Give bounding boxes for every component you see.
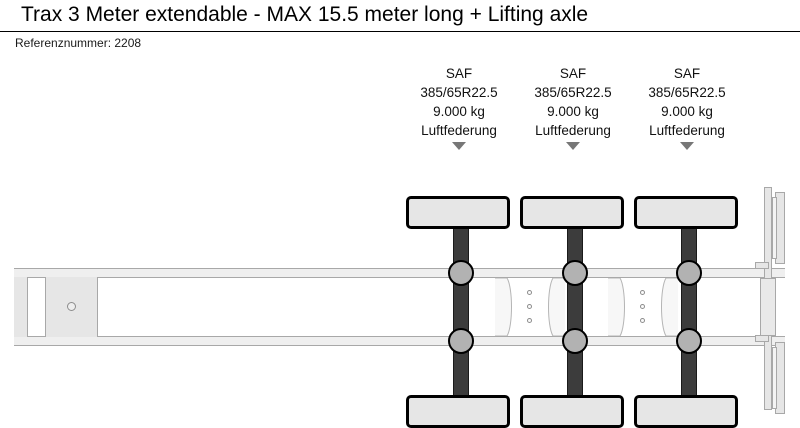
extension-waist-icon (608, 278, 678, 336)
tire-front-right-2 (520, 395, 624, 428)
hub-left-1 (448, 260, 474, 286)
tire-front-left-2 (520, 196, 624, 229)
rear-frame-end (760, 278, 776, 336)
axle-beam-1 (453, 226, 469, 422)
mudguard-left-inner (772, 197, 777, 259)
extension-section-1 (495, 278, 565, 336)
arrow-down-icon (452, 142, 466, 150)
pin-hole-icon (640, 318, 645, 323)
pin-hole-icon (527, 290, 532, 295)
front-bumper-block (14, 277, 28, 337)
axle-suspension-2: Luftfederung (535, 123, 611, 138)
axle-beam-2 (567, 226, 583, 422)
kingpin-hole-icon (67, 302, 76, 311)
hub-right-1 (448, 328, 474, 354)
hub-right-3 (676, 328, 702, 354)
page-header: Trax 3 Meter extendable - MAX 15.5 meter… (0, 0, 800, 56)
axle-spec-label-3: SAF 385/65R22.5 9.000 kg Luftfederung (627, 64, 747, 150)
mudguard-right-inner (772, 347, 777, 409)
axle-spec-label-1: SAF 385/65R22.5 9.000 kg Luftfederung (399, 64, 519, 150)
trailer-diagram: SAF 385/65R22.5 9.000 kg Luftfederung SA… (0, 56, 800, 428)
extension-pin-holes-1 (527, 290, 533, 332)
axle-spec-label-2: SAF 385/65R22.5 9.000 kg Luftfederung (513, 64, 633, 150)
rear-step-right (755, 335, 769, 342)
axle-brand-1: SAF (445, 66, 473, 81)
tire-front-left-3 (634, 196, 738, 229)
axle-brand-3: SAF (673, 66, 701, 81)
header-divider (0, 31, 800, 32)
axle-brand-2: SAF (559, 66, 587, 81)
axle-tire-size-2: 385/65R22.5 (534, 85, 612, 100)
arrow-down-icon (680, 142, 694, 150)
axle-capacity-2: 9.000 kg (547, 104, 599, 119)
axle-capacity-1: 9.000 kg (433, 104, 485, 119)
page-title: Trax 3 Meter extendable - MAX 15.5 meter… (21, 3, 589, 26)
pin-hole-icon (640, 290, 645, 295)
hub-left-3 (676, 260, 702, 286)
tire-front-right-1 (406, 395, 510, 428)
tire-front-left-1 (406, 196, 510, 229)
axle-suspension-3: Luftfederung (649, 123, 725, 138)
arrow-down-icon (566, 142, 580, 150)
reference-number: Referenznummer: 2208 (15, 36, 142, 50)
pin-hole-icon (527, 318, 532, 323)
pin-hole-icon (527, 304, 532, 309)
axle-tire-size-1: 385/65R22.5 (420, 85, 498, 100)
extension-pin-holes-2 (640, 290, 646, 332)
hub-left-2 (562, 260, 588, 286)
rear-step-left (755, 262, 769, 269)
chassis-rail-bottom (14, 336, 785, 346)
extension-section-2 (608, 278, 678, 336)
axle-beam-3 (681, 226, 697, 422)
hub-right-2 (562, 328, 588, 354)
extension-waist-icon (495, 278, 565, 336)
chassis-rail-top (14, 268, 785, 278)
pin-hole-icon (640, 304, 645, 309)
tire-front-right-3 (634, 395, 738, 428)
axle-tire-size-3: 385/65R22.5 (648, 85, 726, 100)
axle-suspension-1: Luftfederung (421, 123, 497, 138)
axle-capacity-3: 9.000 kg (661, 104, 713, 119)
